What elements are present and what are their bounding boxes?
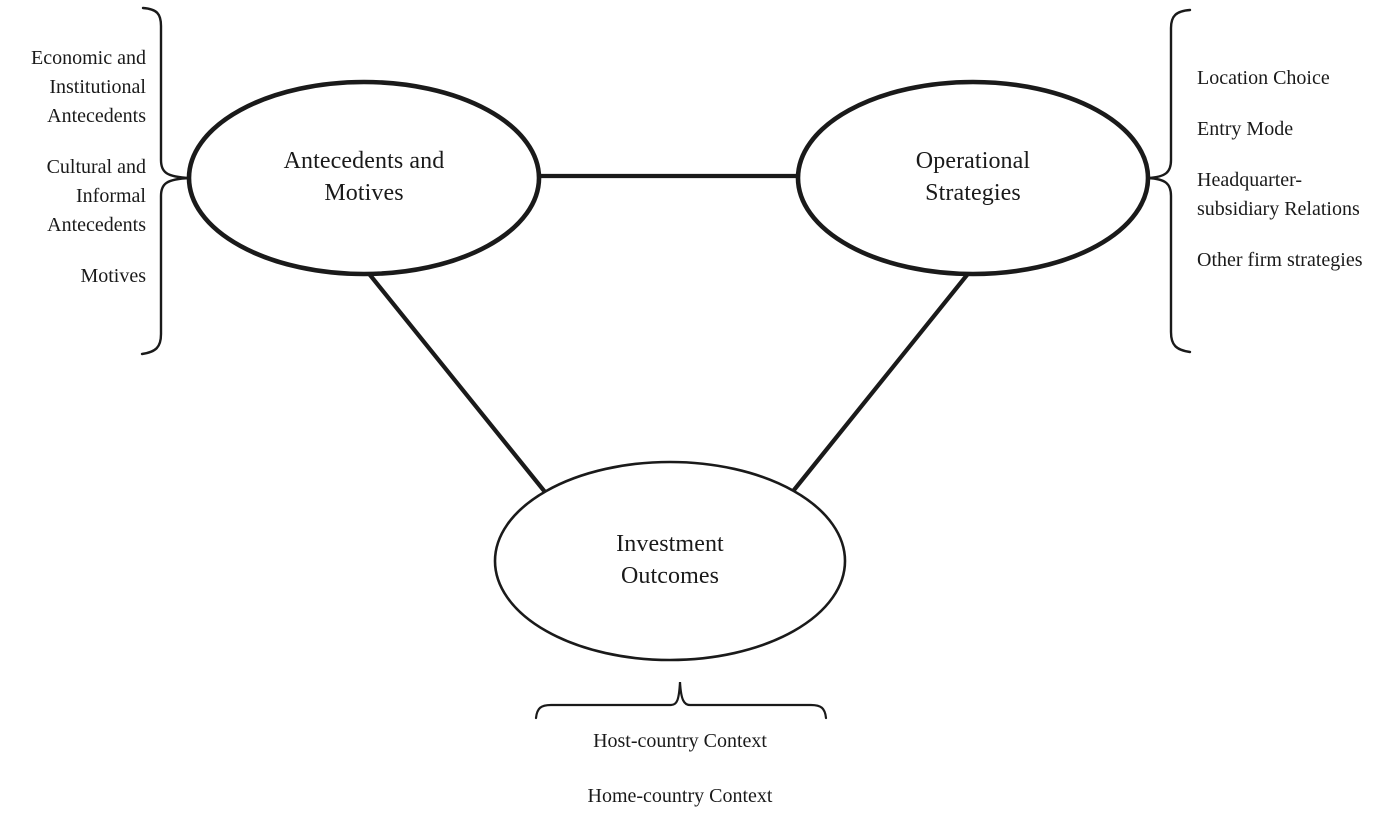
bottom-brace-item-host-country-context: Host-country Context <box>593 730 767 752</box>
connector-antecedents-to-outcomes <box>363 267 548 495</box>
node-label-operational-strategies: Operational Strategies <box>915 148 1031 206</box>
right-brace <box>1147 8 1192 354</box>
connector-operational-to-outcomes <box>791 267 974 493</box>
left-brace-item-cultural-informal-antecedents: Cultural and Informal Antecedents <box>46 156 146 236</box>
node-ellipse-investment-outcomes[interactable] <box>493 460 847 662</box>
right-brace-item-headquarter-subsidiary-relations: Headquarter- subsidiary Relations <box>1197 169 1360 220</box>
right-brace-item-entry-mode: Entry Mode <box>1197 118 1294 140</box>
bottom-brace-item-home-country-context: Home-country Context <box>587 785 773 807</box>
left-brace <box>140 6 191 356</box>
bottom-brace <box>534 681 828 720</box>
right-brace-item-location-choice: Location Choice <box>1197 67 1330 89</box>
left-brace-item-economic-institutional-antecedents: Economic and Institutional Antecedents <box>31 47 146 127</box>
node-label-investment-outcomes: Investment Outcomes <box>616 531 724 589</box>
node-label-antecedents-and-motives: Antecedents and Motives <box>283 148 445 206</box>
left-brace-item-motives: Motives <box>80 265 146 287</box>
left-brace-list: Economic and Institutional Antecedents C… <box>0 44 146 291</box>
right-brace-list: Location Choice Entry Mode Headquarter- … <box>1197 64 1400 275</box>
connector-lines <box>363 173 974 495</box>
right-brace-item-other-firm-strategies: Other firm strategies <box>1197 249 1363 271</box>
